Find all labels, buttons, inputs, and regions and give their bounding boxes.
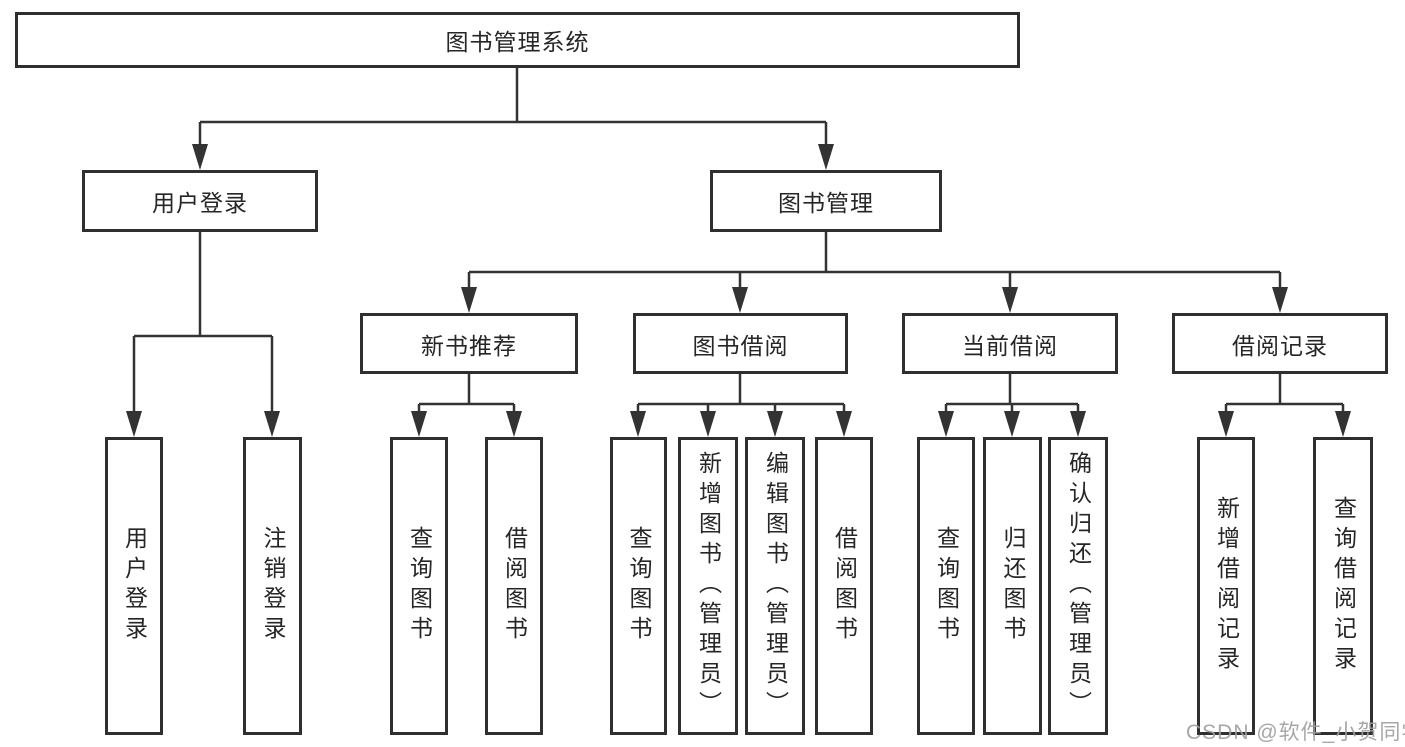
leaf-records-add-borrow-record: 新增借阅记录 [1197,437,1255,735]
leaf-logout: 注销登录 [243,437,302,735]
node-label: 新书推荐 [421,332,517,359]
node-label: 新增图书（管理员） [695,451,722,721]
node-label: 当前借阅 [962,332,1058,359]
leaf-current-confirm-return-admin: 确认归还（管理员） [1048,437,1108,735]
node-label: 查询图书 [933,526,960,646]
node-book-management: 图书管理 [710,170,942,232]
node-label: 查询借阅记录 [1330,496,1357,676]
node-label: 查询图书 [406,526,433,646]
node-user-login: 用户登录 [82,170,318,232]
node-label: 注销登录 [260,526,286,646]
node-label: 归还图书 [1000,526,1026,646]
leaf-current-query-books: 查询图书 [917,437,975,735]
node-label: 借阅记录 [1232,332,1328,359]
leaf-borrowing-edit-books-admin: 编辑图书（管理员） [745,437,805,735]
node-borrowing-records: 借阅记录 [1172,313,1388,374]
leaf-newbook-borrow-books: 借阅图书 [485,437,543,735]
node-new-book-recommend: 新书推荐 [360,313,578,374]
node-book-borrowing: 图书借阅 [633,313,848,374]
connector-paths [132,68,1345,417]
node-current-borrowing: 当前借阅 [902,313,1118,374]
node-label: 借阅图书 [831,526,858,646]
node-label: 确认归还（管理员） [1065,451,1092,721]
leaf-borrowing-borrow-books: 借阅图书 [815,437,873,735]
node-label: 用户登录 [152,190,248,216]
node-label: 借阅图书 [501,526,528,646]
csdn-watermark: CSDN @软件_小贺同学 [1186,721,1405,744]
leaf-current-return-books: 归还图书 [983,437,1042,735]
node-label: 图书管理 [778,190,874,216]
node-label: 图书借阅 [692,332,789,359]
node-label: 查询图书 [626,526,652,646]
leaf-user-login: 用户登录 [105,437,163,735]
node-label: 图书管理系统 [445,29,590,55]
node-label: 用户登录 [121,526,148,646]
node-label: 编辑图书（管理员） [762,451,789,721]
leaf-borrowing-add-books-admin: 新增图书（管理员） [678,437,738,735]
node-label: 新增借阅记录 [1213,496,1240,676]
leaf-borrowing-query-books: 查询图书 [610,437,667,735]
arrow-down-heads [126,144,1351,437]
leaf-newbook-query-books: 查询图书 [390,437,448,735]
leaf-records-query-borrow-record: 查询借阅记录 [1313,437,1373,735]
node-library-management-system: 图书管理系统 [15,12,1020,68]
